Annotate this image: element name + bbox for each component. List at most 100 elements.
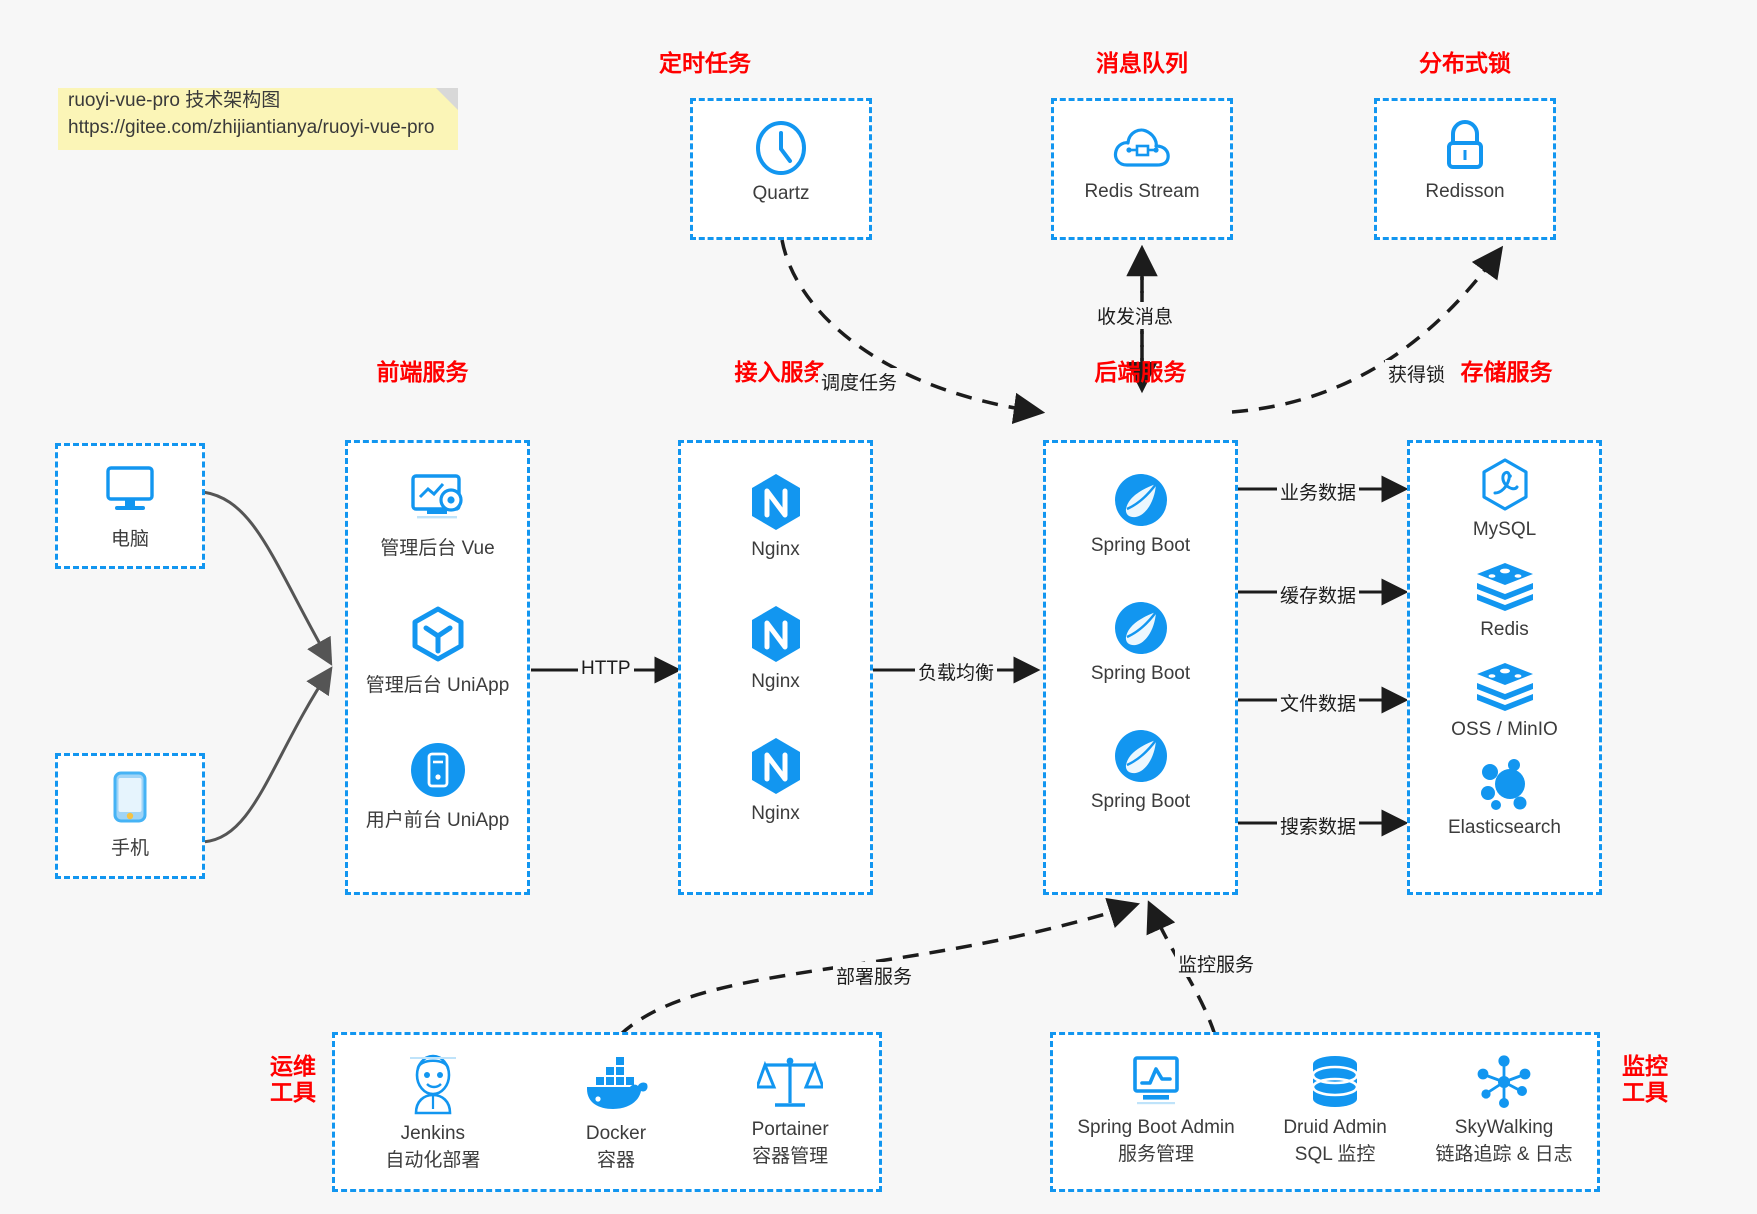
group-box-distributed-lock: Redisson	[1374, 98, 1556, 240]
group-box-message-queue: Redis Stream	[1051, 98, 1233, 240]
node-label: SkyWalking	[1454, 1117, 1554, 1138]
node-spring-boot-1[interactable]: Spring Boot	[1046, 471, 1235, 557]
node-redisson[interactable]: Redisson	[1377, 119, 1553, 203]
redis-icon	[1476, 563, 1533, 611]
group-title-devops: 运维 工具	[258, 1053, 328, 1106]
lock-icon	[1447, 120, 1483, 169]
group-box-backend: Spring Boot Spring Boot Spring Boot	[1043, 440, 1238, 895]
monitor-chart-icon	[1133, 1056, 1179, 1105]
desktop-monitor-icon	[106, 466, 154, 510]
node-oss-minio[interactable]: OSS / MinIO	[1410, 661, 1599, 741]
monitoring-title-line2: 工具	[1622, 1079, 1668, 1106]
node-admin-uniapp[interactable]: 管理后台 UniApp	[348, 604, 527, 697]
node-admin-vue[interactable]: 管理后台 Vue	[348, 469, 527, 560]
group-title-distributed-lock: 分布式锁	[1419, 50, 1511, 76]
clock-icon	[756, 121, 806, 175]
group-box-devops: Jenkins 自动化部署 Docker 容器	[332, 1032, 882, 1192]
group-title-frontend: 前端服务	[376, 359, 469, 385]
node-label: Druid Admin	[1283, 1117, 1387, 1138]
node-label: 管理后台 UniApp	[365, 675, 510, 696]
edge-label-file-data: 文件数据	[1277, 689, 1360, 716]
skywalking-icon	[1477, 1055, 1531, 1108]
database-icon	[1311, 1056, 1359, 1107]
group-title-scheduled-task: 定时任务	[659, 50, 751, 76]
edge-label-send-receive-message: 收发消息	[1094, 302, 1177, 329]
node-sublabel: SQL 监控	[1294, 1144, 1376, 1165]
node-label: Jenkins	[400, 1123, 466, 1144]
node-redis-stream[interactable]: Redis Stream	[1054, 121, 1230, 203]
devops-title-line1: 运维	[270, 1053, 316, 1079]
mobile-app-icon	[410, 743, 465, 797]
node-spring-boot-admin[interactable]: Spring Boot Admin 服务管理	[1077, 1053, 1235, 1166]
node-label: OSS / MinIO	[1451, 719, 1558, 740]
note-line-2: https://gitee.com/zhijiantianya/ruoyi-vu…	[68, 116, 435, 138]
node-portainer[interactable]: Portainer 容器管理	[752, 1051, 829, 1168]
node-label: Portainer	[751, 1119, 829, 1140]
group-box-storage: MySQL Redis OSS / MinIO	[1407, 440, 1602, 895]
node-nginx-2[interactable]: Nginx	[681, 603, 870, 693]
node-skywalking[interactable]: SkyWalking 链路追踪 & 日志	[1435, 1053, 1573, 1166]
node-elasticsearch[interactable]: Elasticsearch	[1410, 757, 1599, 839]
node-label: 电脑	[110, 529, 149, 550]
group-title-access: 接入服务	[734, 359, 827, 385]
spring-boot-icon	[1114, 730, 1167, 782]
scales-icon	[757, 1057, 824, 1107]
node-nginx-1[interactable]: Nginx	[681, 471, 870, 561]
jenkins-icon	[409, 1054, 456, 1115]
group-box-monitoring: Spring Boot Admin 服务管理 Druid Admin SQL 监…	[1050, 1032, 1600, 1192]
node-mysql[interactable]: MySQL	[1410, 457, 1599, 541]
node-label: Nginx	[751, 539, 800, 560]
node-redis[interactable]: Redis	[1410, 561, 1599, 641]
edge-label-schedule-task: 调度任务	[818, 368, 901, 395]
spring-boot-icon	[1114, 474, 1167, 526]
edge-label-business-data: 业务数据	[1277, 478, 1360, 505]
node-pc[interactable]: 电脑	[58, 460, 202, 551]
node-sublabel: 自动化部署	[385, 1150, 481, 1171]
mysql-icon	[1481, 458, 1528, 511]
group-box-scheduled-task: Quartz	[690, 98, 872, 240]
group-title-storage: 存储服务	[1460, 359, 1553, 385]
node-jenkins[interactable]: Jenkins 自动化部署	[385, 1051, 480, 1172]
node-user-uniapp[interactable]: 用户前台 UniApp	[348, 741, 527, 832]
node-druid-admin[interactable]: Druid Admin SQL 监控	[1283, 1053, 1387, 1166]
sticky-note: ruoyi-vue-pro 技术架构图 https://gitee.com/zh…	[58, 88, 458, 150]
node-nginx-3[interactable]: Nginx	[681, 735, 870, 825]
group-box-client-phone: 手机	[55, 753, 205, 879]
node-sublabel: 链路追踪 & 日志	[1435, 1144, 1573, 1165]
node-phone[interactable]: 手机	[58, 769, 202, 860]
node-label: Nginx	[751, 671, 800, 692]
edge-label-acquire-lock: 获得锁	[1385, 360, 1449, 387]
cube-icon	[412, 606, 463, 662]
edge-label-load-balance: 负载均衡	[915, 658, 998, 685]
group-box-access: Nginx Nginx Nginx	[678, 440, 873, 895]
note-line-1: ruoyi-vue-pro 技术架构图	[68, 90, 281, 111]
nginx-icon	[751, 474, 800, 530]
node-label: Nginx	[751, 803, 800, 824]
group-box-frontend: 管理后台 Vue 管理后台 UniApp 用户前台 UniApp	[345, 440, 530, 895]
group-title-backend: 后端服务	[1094, 359, 1187, 385]
node-label: 用户前台 UniApp	[365, 810, 510, 831]
node-label: Spring Boot	[1090, 535, 1191, 556]
node-label: Elasticsearch	[1448, 817, 1561, 838]
node-sublabel: 服务管理	[1117, 1144, 1194, 1165]
edge-label-deploy-service: 部署服务	[833, 962, 916, 989]
edge-label-monitor-service: 监控服务	[1175, 950, 1258, 977]
node-label: MySQL	[1472, 519, 1537, 540]
node-docker[interactable]: Docker 容器	[581, 1051, 651, 1172]
node-spring-boot-3[interactable]: Spring Boot	[1046, 727, 1235, 813]
node-quartz[interactable]: Quartz	[693, 119, 869, 205]
group-title-monitoring: 监控 工具	[1610, 1053, 1680, 1106]
group-box-client-pc: 电脑	[55, 443, 205, 569]
monitoring-title-line1: 监控	[1622, 1053, 1668, 1079]
node-spring-boot-2[interactable]: Spring Boot	[1046, 599, 1235, 685]
node-label: Spring Boot Admin	[1077, 1117, 1235, 1138]
node-label: Redis Stream	[1084, 181, 1200, 202]
edge-label-search-data: 搜索数据	[1277, 812, 1360, 839]
edge-label-http: HTTP	[578, 658, 634, 680]
nginx-icon	[751, 738, 800, 794]
node-sublabel: 容器	[596, 1150, 635, 1171]
node-label: 手机	[110, 838, 149, 859]
node-sublabel: 容器管理	[752, 1146, 829, 1167]
cloud-stream-icon	[1113, 128, 1170, 167]
